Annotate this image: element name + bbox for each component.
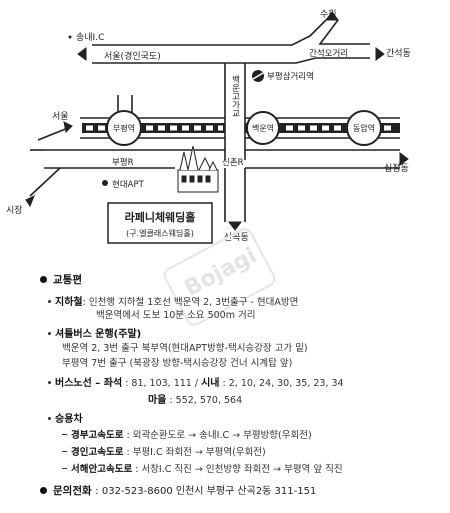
- hyundai-apt-marker: [102, 180, 108, 186]
- dash-icon: [62, 434, 67, 435]
- dash-icon: [62, 451, 67, 452]
- bus-village-line: 마을 : 552, 570, 564: [148, 395, 243, 406]
- wedding-hall-building-icon: [177, 145, 219, 193]
- label-seoul-gyeongin: 서울(경인국도): [104, 50, 161, 62]
- arrow-west-top-icon: [77, 47, 87, 61]
- dash-icon: [62, 468, 67, 469]
- arrow-southwest-icon: [25, 194, 35, 208]
- arrow-west-mid-icon: [63, 121, 73, 134]
- label-sinchon-r: 신촌R: [222, 158, 244, 168]
- svg-text:동암역: 동암역: [353, 123, 375, 133]
- shuttle-line-2: 부평역 7번 출구 (북광장 방향-택시승강장 건너 시계탑 앞): [62, 358, 293, 369]
- bullet-icon: [48, 331, 51, 335]
- label-sangokdong: 산곡동: [224, 232, 249, 243]
- station-dongam: 동암역: [346, 110, 382, 146]
- songnae-ic-dot: [68, 35, 72, 39]
- bullet-icon: [40, 275, 47, 283]
- station-baegun: 백운역: [246, 111, 280, 145]
- venue-label-box: 라페니체웨딩홀 (구.엘클래스웨딩홀): [107, 202, 213, 244]
- label-north: 수원: [320, 9, 337, 20]
- label-siheung: 시장: [6, 205, 23, 216]
- subway-line-2: 백운역에서 도보 10분 소요 500m 거리: [96, 310, 256, 321]
- arrow-east-top-icon: [375, 47, 385, 61]
- route-gyeongbu: 경부고속도로 : 외곽순환도로 → 송내I.C → 부평방향(우회전): [62, 427, 312, 441]
- shuttle-line-1: 백운역 2, 3번 출구 북부역(현대APT방향-택시승강장 고가 밑): [62, 343, 308, 354]
- label-overpass: 백운고가교: [230, 74, 240, 117]
- subway-logo-icon: [252, 70, 264, 82]
- label-bupyeong-r: 부평R: [112, 157, 134, 168]
- subway-line: 지하철: 인천행 지하철 1호선 백운역 2, 3번출구 - 현대A방면: [48, 293, 298, 308]
- location-map: 부평역 백운역 동암역 라페니체웨딩홀: [6, 9, 411, 244]
- label-ganseokdong: 간석동: [386, 48, 411, 59]
- label-hyundai-apt: 현대APT: [112, 180, 145, 190]
- bullet-icon: [48, 416, 51, 420]
- bus-line: 버스노선 – 좌석 : 81, 103, 111 / 시내 : 2, 10, 2…: [48, 374, 344, 389]
- svg-text:백운역: 백운역: [252, 123, 274, 133]
- bullet-icon: [48, 300, 51, 303]
- arrow-east-bottom-icon: [399, 152, 409, 166]
- arrow-south-icon: [228, 221, 242, 231]
- transport-heading: 교통편: [40, 272, 82, 287]
- shuttle-heading: 셔틀버스 운행(주말): [48, 325, 141, 340]
- info-section: 교통편 지하철: 인천행 지하철 1호선 백운역 2, 3번출구 - 현대A방면…: [0, 262, 450, 513]
- contact-line: 문의전화 : 032-523-8600 인천시 부평구 산곡2동 311-151: [40, 482, 316, 498]
- direction-arrows: [25, 11, 409, 231]
- label-sipjeongdong: 십정동: [384, 163, 409, 174]
- venue-former-name: (구.엘클래스웨딩홀): [126, 228, 194, 238]
- label-songnae-ic: 송내I.C: [76, 32, 104, 43]
- route-seohaean: 서해안고속도로 : 서창I.C 직진 → 인천방향 좌회전 → 부평역 앞 직진: [62, 461, 343, 475]
- station-bupyeong: 부평역: [106, 110, 142, 146]
- arrow-north-icon: [325, 11, 339, 21]
- svg-text:부평역: 부평역: [113, 123, 135, 133]
- route-gyeongin: 경인고속도로 : 부평I.C 좌회전 → 부평역(우회전): [62, 444, 266, 458]
- bullet-icon: [48, 381, 51, 384]
- road-network: [29, 19, 400, 222]
- car-heading: 승용차: [48, 410, 83, 425]
- venue-name: 라페니체웨딩홀: [125, 210, 196, 224]
- bullet-icon: [40, 486, 47, 494]
- label-bupyeong-samgeori: 부평삼거리역: [267, 71, 314, 82]
- label-ganseok-ogeori: 간석오거리: [309, 48, 348, 59]
- label-seoul: 서울: [52, 111, 69, 122]
